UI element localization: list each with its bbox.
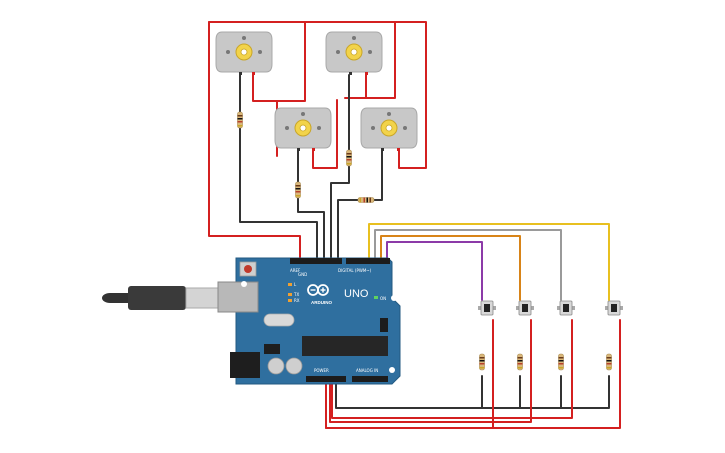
wire-black-motor-3[interactable]	[297, 149, 325, 259]
atmega-chip	[302, 336, 388, 356]
capacitor-2	[285, 357, 303, 375]
digital-header-right[interactable]	[346, 258, 390, 264]
icsp-header	[380, 318, 388, 332]
board-pcb	[235, 257, 401, 385]
pushbutton-cap[interactable]	[611, 304, 617, 312]
crystal	[263, 313, 295, 327]
analog-label: ANALOG IN	[356, 368, 378, 373]
wire-yellow-button-4[interactable]	[368, 223, 610, 301]
tx-led	[288, 293, 292, 296]
arduino-logo-icon	[307, 284, 329, 296]
motor-2[interactable]	[325, 31, 383, 75]
on-label: ON	[380, 296, 386, 301]
wire-red-motor-2[interactable]	[208, 21, 396, 99]
pushbutton-cap[interactable]	[484, 304, 490, 312]
resistor-motor-1[interactable]	[237, 111, 243, 129]
tx-label: TX	[293, 292, 299, 297]
wire-red-motor-1-lead[interactable]	[252, 73, 287, 102]
board-brand: ARDUINO	[311, 300, 332, 305]
arduino-uno-board[interactable]: ARDUINO UNO DIGITAL (PWM~) AREF GND POWE…	[217, 257, 401, 385]
motor-1[interactable]	[215, 31, 273, 75]
resistor-button-1[interactable]	[479, 353, 485, 371]
l-label: L	[294, 282, 297, 287]
digital-header-left[interactable]	[290, 258, 342, 264]
wire-red-5v-b3[interactable]	[331, 319, 573, 419]
resistor-button-3[interactable]	[558, 353, 564, 371]
motor-3[interactable]	[274, 107, 332, 151]
l-led	[288, 283, 292, 286]
wire-orange-button-2[interactable]	[380, 235, 521, 301]
wire-gray-button-3[interactable]	[374, 229, 562, 301]
rx-led	[288, 299, 292, 302]
analog-header[interactable]	[352, 376, 388, 382]
pushbutton-2[interactable]	[516, 300, 534, 316]
on-led	[374, 296, 378, 299]
power-header[interactable]	[306, 376, 346, 382]
board-model: UNO	[344, 288, 369, 300]
pushbutton-3[interactable]	[557, 300, 575, 316]
power-jack	[230, 352, 260, 378]
capacitor-1	[267, 357, 285, 375]
wire-black-motor-1[interactable]	[239, 73, 318, 259]
pushbutton-cap[interactable]	[563, 304, 569, 312]
pushbutton-4[interactable]	[605, 300, 623, 316]
wire-black-motor-2[interactable]	[330, 74, 350, 259]
digital-label: DIGITAL (PWM~)	[338, 268, 372, 273]
wire-red-top-right[interactable]	[304, 21, 427, 169]
wire-purple-button-1[interactable]	[386, 241, 483, 301]
usb-port	[217, 281, 259, 313]
resistor-motor-4[interactable]	[357, 197, 375, 203]
wire-red-5v-b4[interactable]	[325, 319, 621, 429]
resistor-button-2[interactable]	[517, 353, 523, 371]
wire-black-ground-bus[interactable]	[335, 375, 610, 409]
power-label: POWER	[314, 368, 329, 373]
aref-label: AREF	[290, 268, 301, 273]
pushbutton-cap[interactable]	[522, 304, 528, 312]
wire-red-motor-3[interactable]	[312, 99, 338, 169]
motor-4[interactable]	[360, 107, 418, 151]
resistor-motor-2[interactable]	[346, 149, 352, 167]
voltage-regulator	[264, 344, 280, 354]
pushbutton-1[interactable]	[478, 300, 496, 316]
rx-label: RX	[294, 298, 300, 303]
gnd-label: GND	[298, 272, 307, 277]
resistor-motor-3[interactable]	[295, 181, 301, 199]
resistor-button-4[interactable]	[606, 353, 612, 371]
wires	[208, 21, 621, 429]
usb-cable[interactable]	[102, 286, 219, 310]
wire-red-5v-b2[interactable]	[329, 319, 532, 423]
